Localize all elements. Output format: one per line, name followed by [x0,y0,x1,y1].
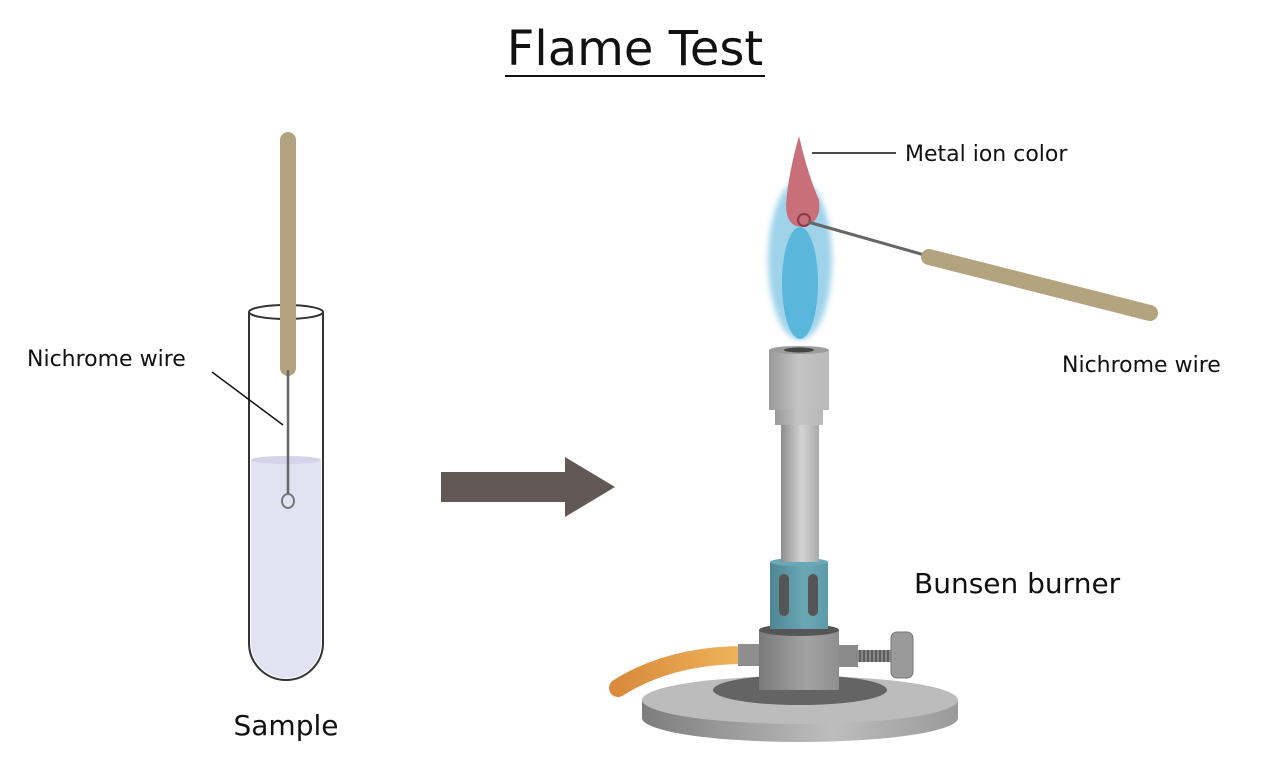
bunsen-burner [609,346,958,742]
page-title: Flame Test [507,21,763,77]
label-nichrome-wire-right: Nichrome wire [1062,353,1221,378]
label-sample: Sample [234,709,339,742]
metal-ion-flame [786,136,820,228]
sample-liquid [251,457,321,678]
test-tube [248,304,324,681]
label-nichrome-wire-left: Nichrome wire [27,347,186,372]
air-collar [770,562,828,629]
gas-hose [609,646,754,697]
leader-line-left [211,371,284,426]
flame [768,136,832,340]
nichrome-wire-in-tube [280,132,296,509]
label-metal-ion-color: Metal ion color [905,142,1068,167]
arrow-icon [441,457,615,517]
gas-valve-knob [890,631,914,679]
label-bunsen-burner: Bunsen burner [914,567,1121,600]
nichrome-wire-in-flame [807,220,1158,321]
